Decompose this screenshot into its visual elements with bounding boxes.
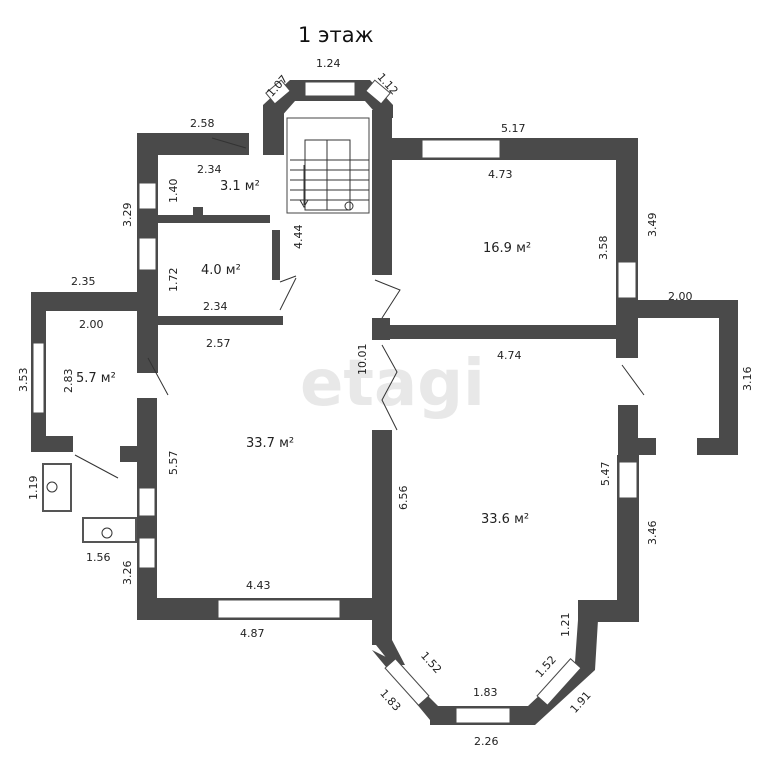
dim-porch-outer-left: 3.53	[17, 368, 30, 393]
dim-vest-outer-left: 3.29	[121, 203, 134, 228]
dim-bay-top-center: 1.24	[316, 57, 341, 70]
dim-hall-left-lower: 3.26	[121, 561, 134, 586]
dim-bed-outer-right: 3.49	[646, 213, 659, 238]
dim-annex-right: 3.16	[741, 367, 754, 392]
dim-bay-outer-right: 1.91	[568, 689, 594, 716]
dim-step-left: 1.19	[27, 476, 40, 501]
dim-hall-bottom-outer: 4.87	[240, 627, 265, 640]
dim-bay-inner-left: 1.52	[418, 649, 444, 676]
dim-hall-top: 2.57	[206, 337, 231, 350]
dim-hall-left-upper: 5.57	[167, 451, 180, 476]
dim-living-right-lower: 3.46	[646, 521, 659, 546]
doors	[74, 137, 645, 479]
dim-bay-outer-bottom: 2.26	[474, 735, 499, 748]
area-hall: 33.7 м²	[246, 436, 294, 451]
dim-living-right-upper: 5.47	[599, 462, 612, 487]
dim-stair-length: 4.44	[292, 225, 305, 250]
dim-bay-outer-left: 1.83	[377, 687, 403, 714]
dim-porch-inner-top: 2.00	[79, 318, 104, 331]
dim-storage-height: 1.72	[167, 268, 180, 293]
dim-step-bottom: 1.56	[86, 551, 111, 564]
area-living: 33.6 м²	[481, 512, 529, 527]
dim-center-wall: 10.01	[356, 344, 369, 376]
area-vestibule: 3.1 м²	[220, 179, 260, 194]
room-areas: 3.1 м² 4.0 м² 5.7 м² 33.7 м² 16.9 м² 33.…	[76, 179, 531, 527]
dim-hall-bottom-inner: 4.43	[246, 579, 271, 592]
area-porch: 5.7 м²	[76, 371, 116, 386]
area-bedroom: 16.9 м²	[483, 241, 531, 256]
dim-vest-inner-top: 2.34	[197, 163, 222, 176]
dim-living-top: 4.74	[497, 349, 522, 362]
dim-porch-outer-top: 2.35	[71, 275, 96, 288]
dim-bed-inner-top: 4.73	[488, 168, 513, 181]
dim-bed-outer-top: 5.17	[501, 122, 526, 135]
dim-bay-inner-bottom: 1.83	[473, 686, 498, 699]
dim-storage-width: 2.34	[203, 300, 228, 313]
dim-annex-top: 2.00	[668, 290, 693, 303]
dim-vest-outer-top: 2.58	[190, 117, 215, 130]
dim-bay-right-vertical: 1.21	[559, 613, 572, 638]
dim-living-left: 6.56	[397, 486, 410, 511]
area-storage: 4.0 м²	[201, 263, 241, 278]
dim-porch-inner-left: 2.83	[62, 369, 75, 394]
dim-vest-height: 1.40	[167, 179, 180, 204]
dim-bed-inner-right: 3.58	[597, 236, 610, 261]
walls	[31, 79, 738, 725]
watermark-text: etagi	[300, 347, 485, 421]
page-title: 1 этаж	[298, 23, 374, 47]
